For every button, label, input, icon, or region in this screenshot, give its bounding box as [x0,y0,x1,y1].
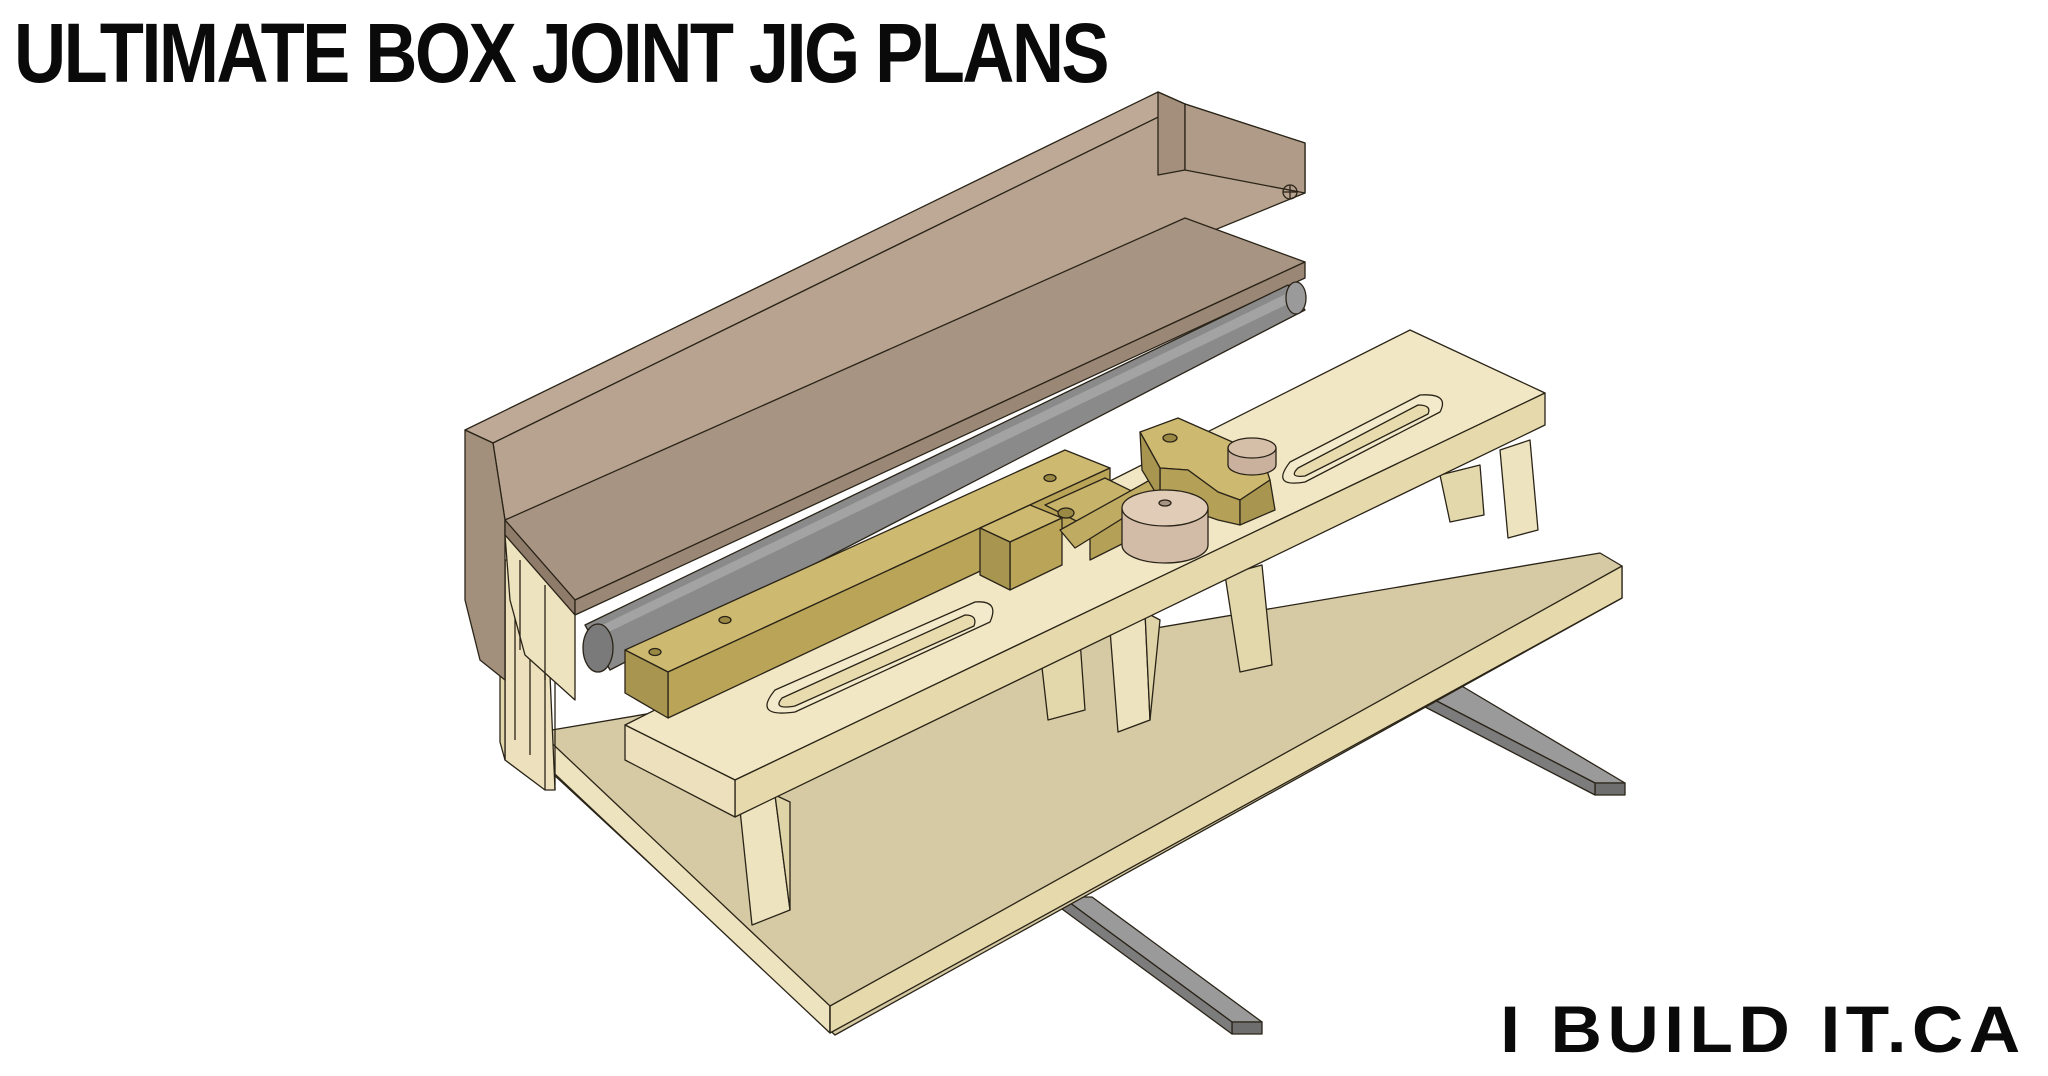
brass-clamp-block [979,504,1063,591]
fence-back-plate [464,91,1306,681]
brass-cam-lever [1139,417,1276,526]
slot-front [766,601,994,714]
fence-left-block [504,534,576,701]
wooden-knob-small [1227,437,1277,476]
brand-text: I BUILD IT.CA [1500,992,2026,1066]
miter-runner-front [1061,896,1263,1035]
support-post-front [739,794,791,926]
support-post-middle [1109,611,1161,733]
guide-rod [582,281,1307,673]
page-title: ULTIMATE BOX JOINT JIG PLANS [14,6,1110,100]
fence-top-board [504,217,1306,616]
base-board [539,552,1623,1036]
wooden-knob-large [1121,489,1209,564]
support-post-back [1439,439,1539,539]
miter-runner-back [1399,681,1626,796]
slot-back [1282,394,1444,484]
